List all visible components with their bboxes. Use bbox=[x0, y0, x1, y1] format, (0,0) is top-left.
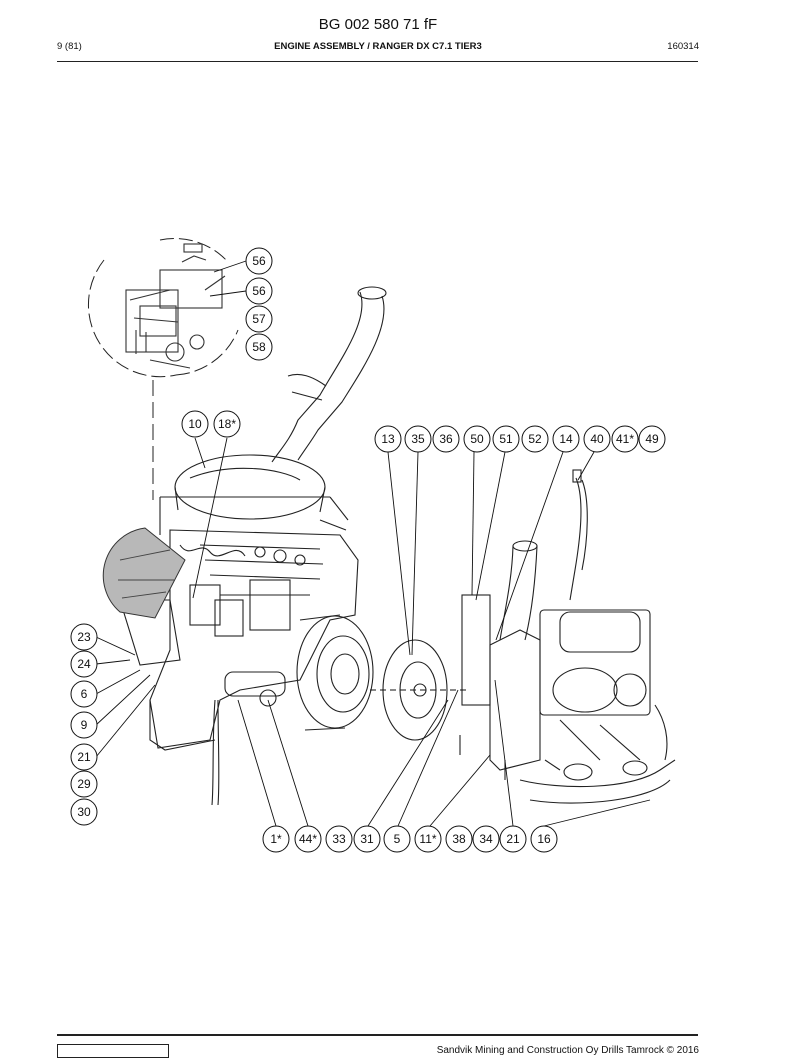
page-title: ENGINE ASSEMBLY / RANGER DX C7.1 TIER3 bbox=[274, 41, 482, 52]
callout-44: 44* bbox=[294, 825, 322, 853]
svg-text:10: 10 bbox=[188, 417, 202, 431]
svg-text:34: 34 bbox=[479, 832, 493, 846]
callout-58: 58 bbox=[245, 333, 273, 361]
callout-14: 14 bbox=[552, 425, 580, 453]
engine-block bbox=[119, 286, 387, 806]
callout-11: 11* bbox=[414, 825, 442, 853]
callout-34: 34 bbox=[472, 825, 500, 853]
page-number: 9 (81) bbox=[57, 41, 82, 52]
callout-13: 13 bbox=[374, 425, 402, 453]
footer-rule bbox=[57, 1034, 698, 1036]
svg-text:51: 51 bbox=[499, 432, 513, 446]
svg-text:14: 14 bbox=[559, 432, 573, 446]
svg-text:29: 29 bbox=[77, 777, 91, 791]
detail-area-shading bbox=[102, 527, 186, 619]
callout-21-left: 21 bbox=[70, 743, 98, 771]
svg-text:40: 40 bbox=[590, 432, 604, 446]
svg-text:44*: 44* bbox=[299, 832, 317, 846]
pump-assembly bbox=[459, 469, 676, 804]
callout-18: 18* bbox=[213, 410, 241, 438]
svg-text:11*: 11* bbox=[419, 832, 436, 846]
svg-text:50: 50 bbox=[470, 432, 484, 446]
callout-52: 52 bbox=[521, 425, 549, 453]
callout-21-bottom: 21 bbox=[499, 825, 527, 853]
callout-10: 10 bbox=[181, 410, 209, 438]
svg-text:23: 23 bbox=[77, 630, 91, 644]
footer-copyright: Sandvik Mining and Construction Oy Drill… bbox=[436, 1045, 699, 1056]
callout-56b: 56 bbox=[245, 277, 273, 305]
callout-49: 49 bbox=[638, 425, 666, 453]
callout-57: 57 bbox=[245, 305, 273, 333]
callout-9: 9 bbox=[70, 711, 98, 739]
callout-31: 31 bbox=[353, 825, 381, 853]
callout-30: 30 bbox=[70, 798, 98, 826]
header-rule bbox=[57, 61, 698, 62]
svg-text:1*: 1* bbox=[270, 832, 282, 846]
svg-text:35: 35 bbox=[411, 432, 425, 446]
callout-35: 35 bbox=[404, 425, 432, 453]
callout-40: 40 bbox=[583, 425, 611, 453]
callout-36: 36 bbox=[432, 425, 460, 453]
detail-inset bbox=[87, 237, 239, 500]
svg-text:56: 56 bbox=[252, 284, 266, 298]
svg-text:9: 9 bbox=[81, 718, 88, 732]
svg-text:18*: 18* bbox=[218, 417, 236, 431]
callout-24: 24 bbox=[70, 650, 98, 678]
svg-text:36: 36 bbox=[439, 432, 453, 446]
svg-text:58: 58 bbox=[252, 340, 266, 354]
callout-41: 41* bbox=[611, 425, 639, 453]
callout-38: 38 bbox=[445, 825, 473, 853]
svg-text:56: 56 bbox=[252, 254, 266, 268]
callout-29: 29 bbox=[70, 770, 98, 798]
svg-text:21: 21 bbox=[506, 832, 520, 846]
svg-text:52: 52 bbox=[528, 432, 542, 446]
svg-text:13: 13 bbox=[381, 432, 395, 446]
leader-lines bbox=[95, 260, 651, 827]
callout-5: 5 bbox=[383, 825, 411, 853]
svg-text:24: 24 bbox=[77, 657, 91, 671]
svg-text:33: 33 bbox=[332, 832, 346, 846]
svg-text:5: 5 bbox=[394, 832, 401, 846]
svg-text:31: 31 bbox=[360, 832, 374, 846]
svg-text:6: 6 bbox=[81, 687, 88, 701]
svg-text:41*: 41* bbox=[616, 432, 634, 446]
callout-51: 51 bbox=[492, 425, 520, 453]
callout-50: 50 bbox=[463, 425, 491, 453]
svg-text:21: 21 bbox=[77, 750, 91, 764]
callout-33: 33 bbox=[325, 825, 353, 853]
date-code: 160314 bbox=[667, 41, 699, 52]
callout-23: 23 bbox=[70, 623, 98, 651]
svg-text:38: 38 bbox=[452, 832, 466, 846]
callout-16: 16 bbox=[530, 825, 558, 853]
svg-text:16: 16 bbox=[537, 832, 551, 846]
svg-text:49: 49 bbox=[645, 432, 659, 446]
svg-text:30: 30 bbox=[77, 805, 91, 819]
callout-56a: 56 bbox=[245, 247, 273, 275]
document-number: BG 002 580 71 fF bbox=[318, 16, 438, 33]
callout-6: 6 bbox=[70, 680, 98, 708]
sandvik-logo bbox=[57, 1044, 169, 1058]
callout-1: 1* bbox=[262, 825, 290, 853]
svg-text:57: 57 bbox=[252, 312, 266, 326]
